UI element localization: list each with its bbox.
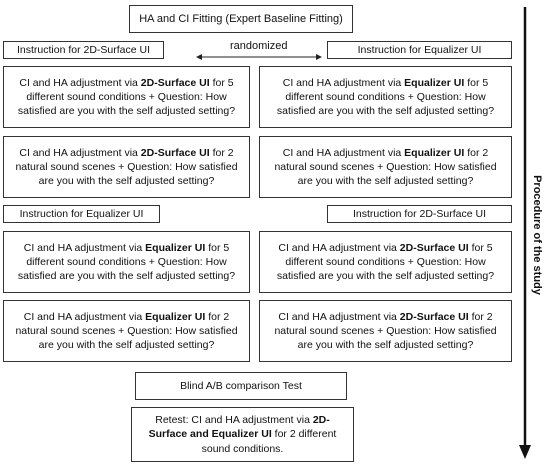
procedure-arrow — [519, 7, 531, 459]
baseline-fitting-label: HA and CI Fitting (Expert Baseline Fitti… — [139, 12, 343, 25]
ui-name: Equalizer UI — [404, 76, 465, 89]
block-left-4: CI and HA adjustment via Equalizer UI fo… — [3, 300, 250, 362]
block-right-2: CI and HA adjustment via Equalizer UI fo… — [259, 136, 512, 198]
ui-name: 2D-Surface UI — [140, 146, 210, 159]
procedure-label: Procedure of the study — [531, 175, 543, 295]
randomized-double-arrow — [196, 54, 322, 60]
instruction-equalizer-top: Instruction for Equalizer UI — [327, 41, 512, 59]
ab-test-box: Blind A/B comparison Test — [135, 372, 347, 400]
block-text: CI and HA adjustment via 2D-Surface UI f… — [274, 310, 497, 352]
block-left-2: CI and HA adjustment via 2D-Surface UI f… — [3, 136, 250, 198]
ui-name: 2D-Surface and Equalizer UI — [148, 414, 330, 441]
instruction-equalizer-mid: Instruction for Equalizer UI — [3, 205, 160, 223]
instruction-label: Instruction for 2D-Surface UI — [16, 43, 151, 56]
block-text: CI and HA adjustment via 2D-Surface UI f… — [15, 146, 238, 188]
block-text: CI and HA adjustment via 2D-Surface UI f… — [276, 241, 495, 283]
ui-name: 2D-Surface UI — [399, 310, 469, 323]
randomized-label: randomized — [230, 40, 288, 52]
ab-test-label: Blind A/B comparison Test — [180, 379, 302, 392]
block-text: CI and HA adjustment via 2D-Surface UI f… — [17, 76, 236, 118]
block-text: CI and HA adjustment via Equalizer UI fo… — [276, 76, 495, 118]
instruction-label: Instruction for Equalizer UI — [19, 207, 144, 220]
baseline-fitting-box: HA and CI Fitting (Expert Baseline Fitti… — [129, 5, 353, 33]
ui-name: Equalizer UI — [145, 310, 206, 323]
block-left-1: CI and HA adjustment via 2D-Surface UI f… — [3, 66, 250, 128]
block-text: CI and HA adjustment via Equalizer UI fo… — [17, 241, 236, 283]
ui-name: 2D-Surface UI — [399, 241, 469, 254]
ui-name: Equalizer UI — [145, 241, 206, 254]
block-text: CI and HA adjustment via Equalizer UI fo… — [274, 146, 497, 188]
instruction-2d-surface-top: Instruction for 2D-Surface UI — [3, 41, 164, 59]
instruction-label: Instruction for Equalizer UI — [357, 43, 482, 56]
retest-text: Retest: CI and HA adjustment via 2D-Surf… — [148, 414, 337, 455]
ui-name: Equalizer UI — [404, 146, 465, 159]
instruction-label: Instruction for 2D-Surface UI — [352, 207, 487, 220]
retest-box: Retest: CI and HA adjustment via 2D-Surf… — [131, 407, 354, 462]
block-right-1: CI and HA adjustment via Equalizer UI fo… — [259, 66, 512, 128]
block-right-4: CI and HA adjustment via 2D-Surface UI f… — [259, 300, 512, 362]
ui-name: 2D-Surface UI — [140, 76, 210, 89]
instruction-2d-surface-mid: Instruction for 2D-Surface UI — [327, 205, 512, 223]
block-right-3: CI and HA adjustment via 2D-Surface UI f… — [259, 231, 512, 293]
block-text: CI and HA adjustment via Equalizer UI fo… — [15, 310, 238, 352]
block-left-3: CI and HA adjustment via Equalizer UI fo… — [3, 231, 250, 293]
